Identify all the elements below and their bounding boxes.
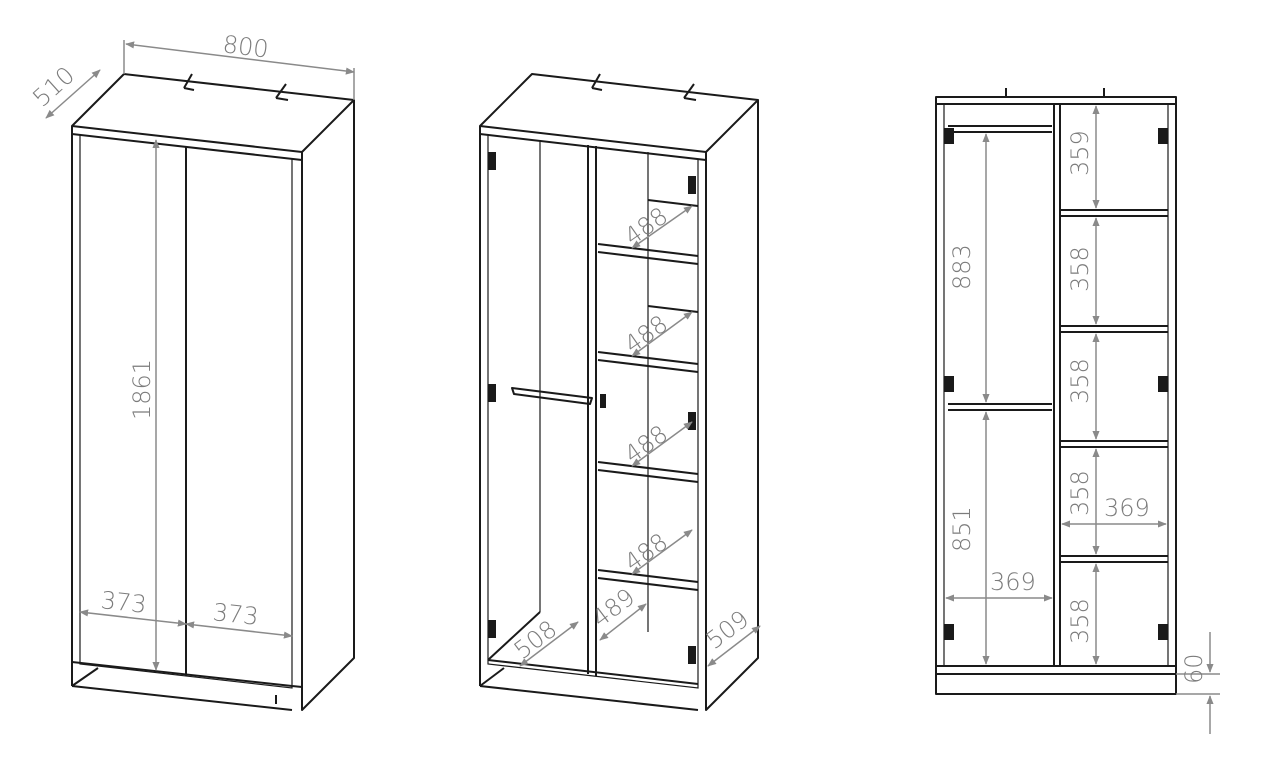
- bottom-left-depth-label: 508: [509, 615, 562, 665]
- hanging-rail: [511, 387, 593, 405]
- shelf-depth-line-1: [631, 205, 693, 249]
- open-wardrobe-view: 488 488 488 488 508 489 509: [479, 73, 761, 711]
- interior-shelf-2: [1060, 325, 1168, 333]
- hinge-icon: [688, 646, 696, 664]
- right-compartment-label: 369: [1104, 494, 1150, 522]
- shelf-4: [597, 569, 699, 591]
- hinge-icon: [488, 620, 496, 638]
- lower-hanging-label: 851: [948, 506, 976, 552]
- interior-shelf-1: [1060, 209, 1168, 217]
- interior-bottom-panel: [936, 665, 1176, 675]
- top-bracket-right: [275, 83, 289, 101]
- shelf-height-label-1: 359: [1066, 130, 1094, 176]
- hinge-icon: [600, 394, 606, 408]
- interior-top-fixings: [1005, 88, 1105, 97]
- open-top-bracket-right: [683, 83, 697, 101]
- shelf-depth-label-4: 488: [619, 528, 673, 577]
- open-top-front-edge: [479, 126, 707, 161]
- center-divider: [587, 145, 597, 676]
- shelf-height-label-3: 358: [1066, 358, 1094, 404]
- shelf-1: [597, 199, 699, 265]
- shelf-3: [597, 461, 699, 483]
- hinge-icon: [944, 624, 954, 640]
- width-dimension-line: [125, 41, 355, 75]
- left-door-width-label: 373: [99, 586, 147, 619]
- depth-label: 510: [27, 61, 80, 112]
- open-plinth-cut: [479, 667, 505, 687]
- shelf-2: [597, 305, 699, 373]
- hinge-icon: [688, 176, 696, 194]
- hinge-icon: [688, 412, 696, 430]
- right-side-panel: [301, 100, 355, 711]
- upper-rail: [948, 125, 1052, 133]
- hinge-icon: [1158, 624, 1168, 640]
- shelf-depth-line-4: [631, 529, 693, 575]
- right-door-width-label: 373: [211, 598, 259, 631]
- hinge-icon: [1158, 376, 1168, 392]
- closed-wardrobe-view: 800 510 1861 373 373: [27, 30, 355, 711]
- shelf-depth-line-3: [631, 421, 693, 467]
- shelf-depth-label-1: 488: [619, 202, 673, 251]
- shelf-depth-label-2: 488: [619, 310, 673, 359]
- plinth: [71, 661, 303, 711]
- shelf-depth-line-2: [631, 311, 693, 357]
- bottom-right-depth-label: 489: [587, 583, 640, 633]
- hinge-icon: [488, 384, 496, 402]
- hinge-icon: [1158, 128, 1168, 144]
- hinge-icon: [488, 152, 496, 170]
- height-label: 1861: [128, 359, 156, 420]
- hinge-icon: [944, 376, 954, 392]
- interior-shelf-4: [1060, 555, 1168, 563]
- interior-outer-frame: [935, 96, 1177, 695]
- hinge-icon: [944, 128, 954, 144]
- depth-dimension-line: [45, 69, 101, 119]
- side-depth-label: 509: [701, 605, 754, 655]
- plinth-cut: [71, 667, 277, 704]
- interior-divider: [1053, 104, 1061, 666]
- width-label: 800: [221, 30, 270, 63]
- shelf-depth-label-3: 488: [619, 420, 673, 469]
- open-top-surface: [479, 73, 759, 153]
- front-interior-view: 883 851 369 359 358 358 358 358 369 60: [935, 88, 1220, 734]
- interior-shelf-3: [1060, 440, 1168, 448]
- bottom-right-depth-line: [599, 603, 647, 641]
- bottom-left-depth-line: [519, 621, 579, 667]
- upper-hanging-label: 883: [948, 244, 976, 290]
- open-right-side: [705, 100, 759, 711]
- plinth-height-label: 60: [1180, 653, 1208, 684]
- top-surface: [71, 73, 355, 153]
- shelf-height-label-4: 358: [1066, 470, 1094, 516]
- left-door-dimension-line: [79, 609, 187, 627]
- interior-inner-sides: [943, 104, 1169, 666]
- shelf-height-label-2: 358: [1066, 246, 1094, 292]
- lower-rail: [948, 403, 1052, 411]
- right-door-dimension-line: [185, 621, 293, 639]
- side-depth-line: [707, 625, 761, 667]
- open-top-bracket-left: [591, 73, 603, 91]
- left-compartment-label: 369: [990, 568, 1036, 596]
- top-bracket-left: [183, 73, 195, 91]
- shelf-height-label-5: 358: [1066, 598, 1094, 644]
